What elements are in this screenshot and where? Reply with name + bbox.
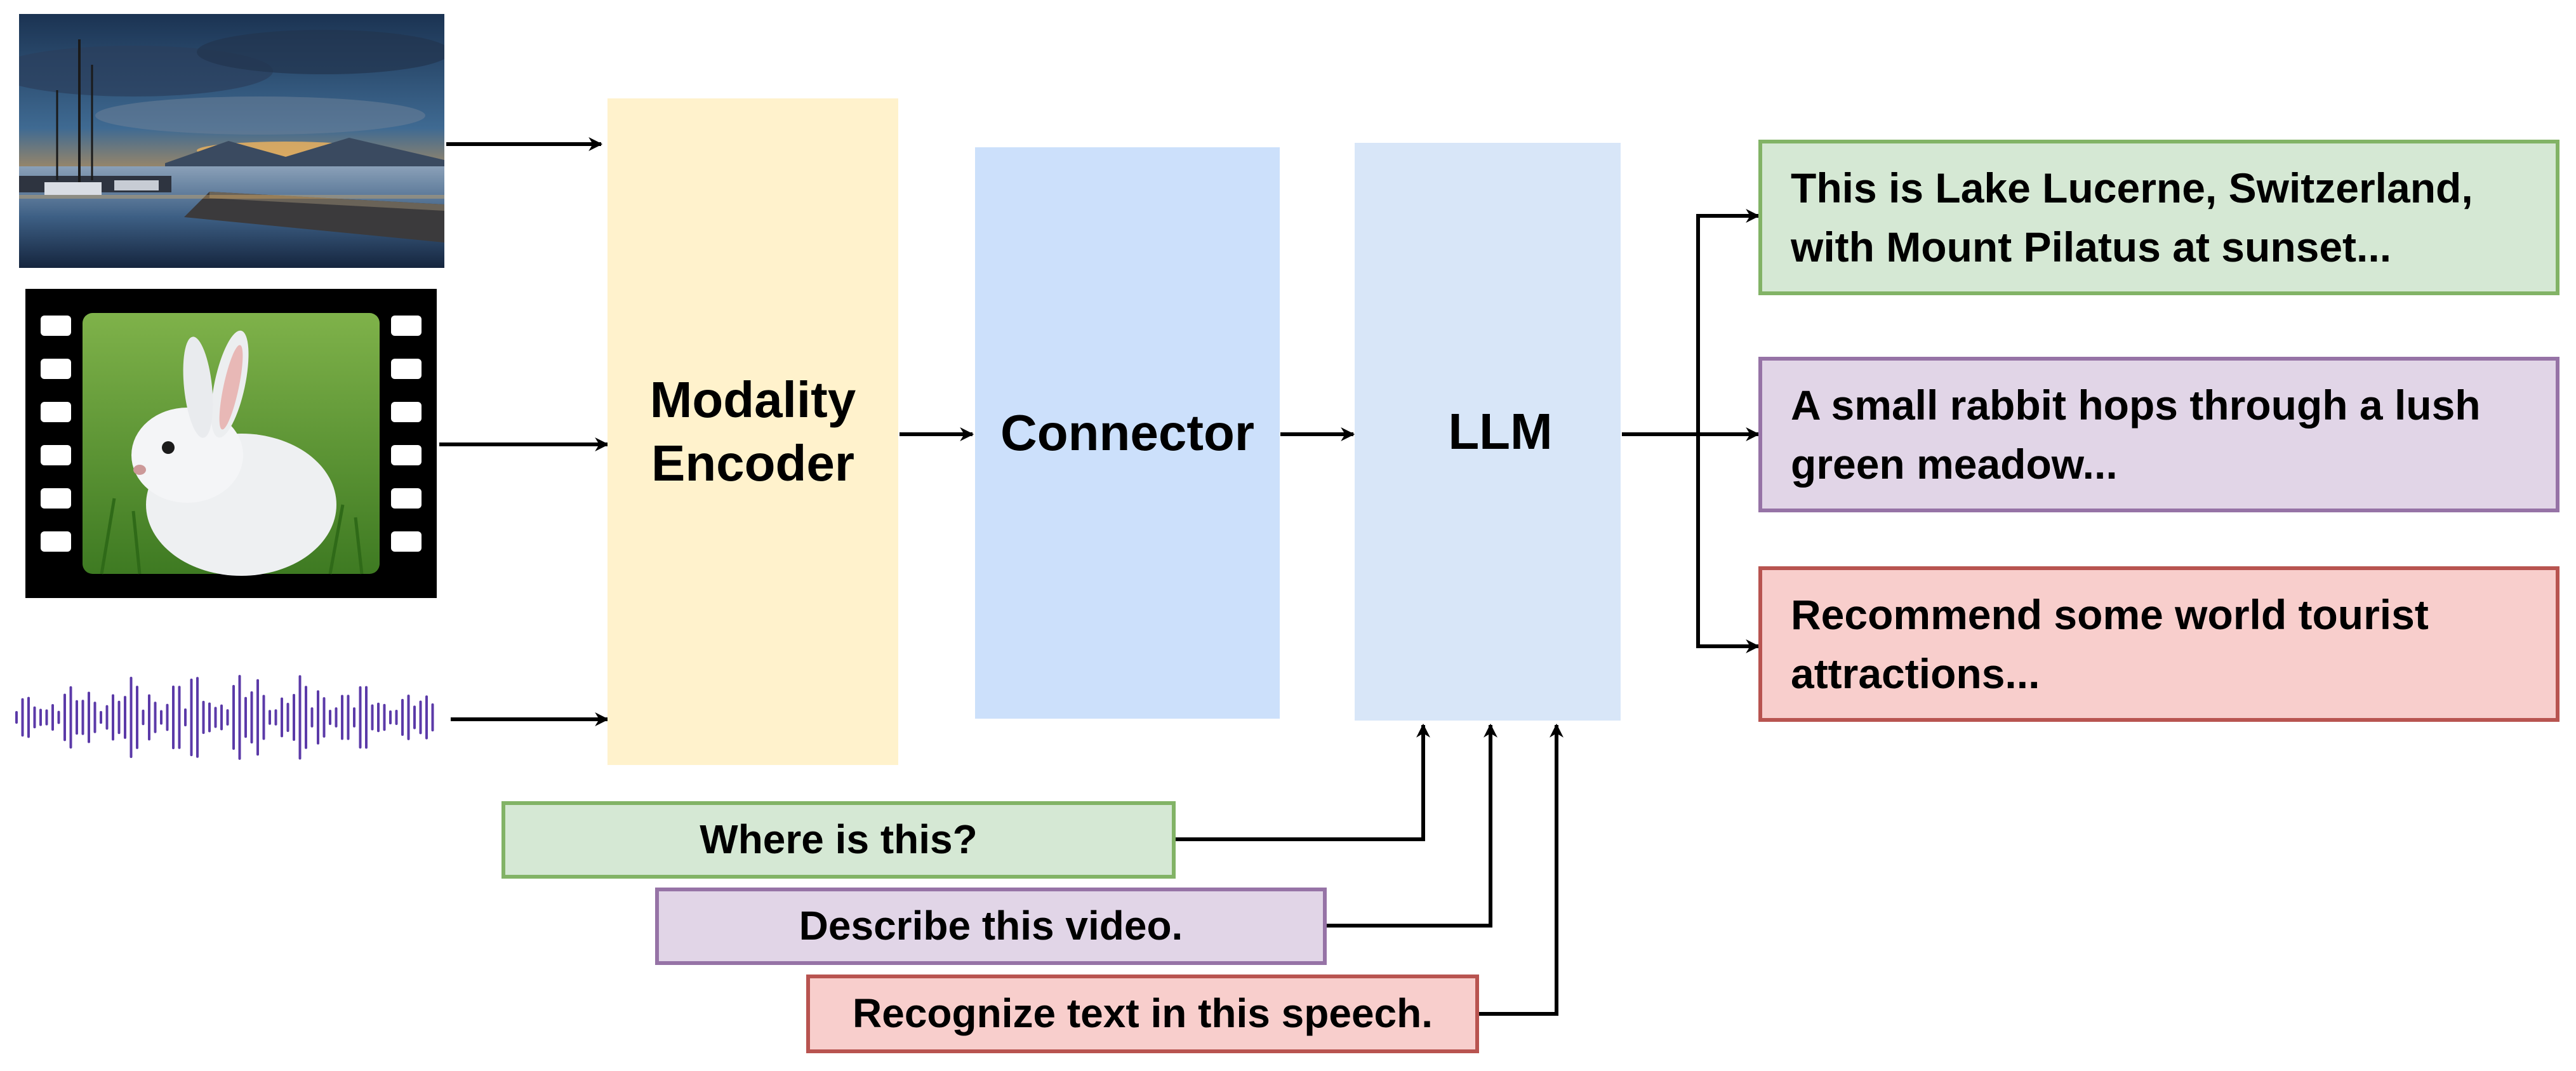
output-1-line2: with Mount Pilatus at sunset... bbox=[1791, 223, 2392, 270]
output-box-1: This is Lake Lucerne, Switzerland, with … bbox=[1758, 140, 2559, 295]
prompt-2-text: Describe this video. bbox=[799, 903, 1183, 949]
audio-waveform-icon bbox=[15, 675, 434, 760]
modality-encoder-block: Modality Encoder bbox=[607, 98, 898, 765]
film-strip-icon bbox=[25, 289, 437, 598]
arrow-prompt-3-to-llm bbox=[1478, 723, 1564, 1016]
prompt-3-text: Recognize text in this speech. bbox=[853, 990, 1433, 1037]
arrow-llm-to-output-1 bbox=[1622, 209, 1760, 436]
encoder-label-line1: Modality bbox=[649, 371, 856, 428]
prompt-1-text: Where is this? bbox=[700, 816, 978, 863]
output-box-3: Recommend some world tourist attractions… bbox=[1758, 566, 2559, 722]
output-box-2: A small rabbit hops through a lush green… bbox=[1758, 357, 2559, 512]
arrow-prompt-2-to-llm bbox=[1325, 723, 1497, 928]
landscape-photo-icon bbox=[19, 14, 444, 268]
output-3-line1: Recommend some world tourist bbox=[1791, 591, 2429, 639]
llm-label: LLM bbox=[1448, 403, 1553, 460]
connector-label: Connector bbox=[1000, 404, 1254, 461]
output-1-line1: This is Lake Lucerne, Switzerland, bbox=[1791, 164, 2473, 212]
prompt-box-1: Where is this? bbox=[501, 801, 1176, 879]
llm-block: LLM bbox=[1355, 143, 1621, 721]
prompt-box-3: Recognize text in this speech. bbox=[806, 975, 1479, 1053]
output-2-line1: A small rabbit hops through a lush bbox=[1791, 382, 2481, 429]
connector-block: Connector bbox=[975, 147, 1280, 719]
output-3-line2: attractions... bbox=[1791, 649, 2040, 697]
prompt-box-2: Describe this video. bbox=[655, 888, 1327, 965]
arrow-prompt-1-to-llm bbox=[1174, 723, 1430, 841]
arrow-llm-to-output-3 bbox=[1696, 434, 1760, 653]
output-2-line2: green meadow... bbox=[1791, 440, 2118, 488]
encoder-label-line2: Encoder bbox=[651, 435, 855, 491]
